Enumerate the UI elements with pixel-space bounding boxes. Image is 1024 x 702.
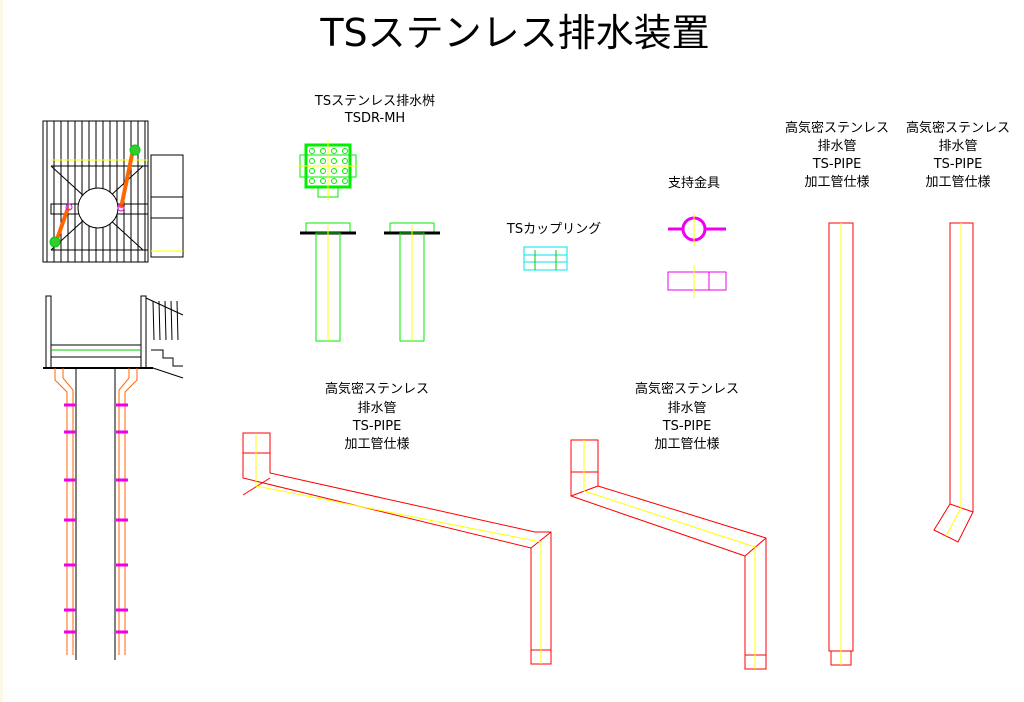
bent-pipe-drawing	[933, 222, 974, 543]
pipe-label-3: 高気密ステンレス 排水管 TS-PIPE 加工管仕様	[785, 120, 889, 190]
drain-box-drawing	[298, 140, 440, 342]
svg-text:排水管: 排水管	[938, 139, 977, 154]
svg-text:高気密ステンレス: 高気密ステンレス	[325, 381, 429, 397]
pipe-label-1: 高気密ステンレス 排水管 TS-PIPE 加工管仕様	[325, 381, 429, 452]
svg-text:排水管: 排水管	[817, 139, 856, 154]
coupling-label: TSカップリング	[506, 222, 601, 237]
svg-text:排水管: 排水管	[667, 401, 706, 416]
sheet-title: TSステンレス排水装置	[319, 11, 709, 55]
offset-pipe-1-drawing	[242, 432, 552, 665]
svg-text:排水管: 排水管	[357, 401, 396, 416]
straight-pipe-drawing	[828, 222, 854, 666]
svg-text:TS-PIPE: TS-PIPE	[933, 157, 983, 172]
section-view-drawing	[43, 295, 184, 660]
coupling-drawing	[523, 246, 568, 271]
svg-text:TS-PIPE: TS-PIPE	[812, 157, 862, 172]
plan-view-drawing	[42, 120, 184, 263]
drawing-canvas: TSステンレス排水装置	[42, 11, 1010, 670]
support-bracket-drawing	[667, 213, 727, 298]
svg-text:加工管仕様: 加工管仕様	[804, 175, 869, 190]
svg-text:加工管仕様: 加工管仕様	[344, 437, 409, 452]
drain-box-model: TSDR-MH	[344, 111, 405, 126]
svg-text:加工管仕様: 加工管仕様	[925, 175, 990, 190]
support-label: 支持金具	[668, 175, 720, 191]
svg-text:TS-PIPE: TS-PIPE	[352, 419, 402, 434]
drain-box-label: TSステンレス排水桝	[314, 93, 435, 109]
svg-text:高気密ステンレス: 高気密ステンレス	[635, 381, 739, 397]
pipe-label-2: 高気密ステンレス 排水管 TS-PIPE 加工管仕様	[635, 381, 739, 452]
svg-text:高気密ステンレス: 高気密ステンレス	[785, 120, 889, 136]
svg-text:加工管仕様: 加工管仕様	[654, 437, 719, 452]
offset-pipe-2-drawing	[570, 439, 767, 670]
svg-text:TS-PIPE: TS-PIPE	[662, 419, 712, 434]
pipe-label-4: 高気密ステンレス 排水管 TS-PIPE 加工管仕様	[906, 120, 1010, 190]
svg-text:高気密ステンレス: 高気密ステンレス	[906, 120, 1010, 136]
